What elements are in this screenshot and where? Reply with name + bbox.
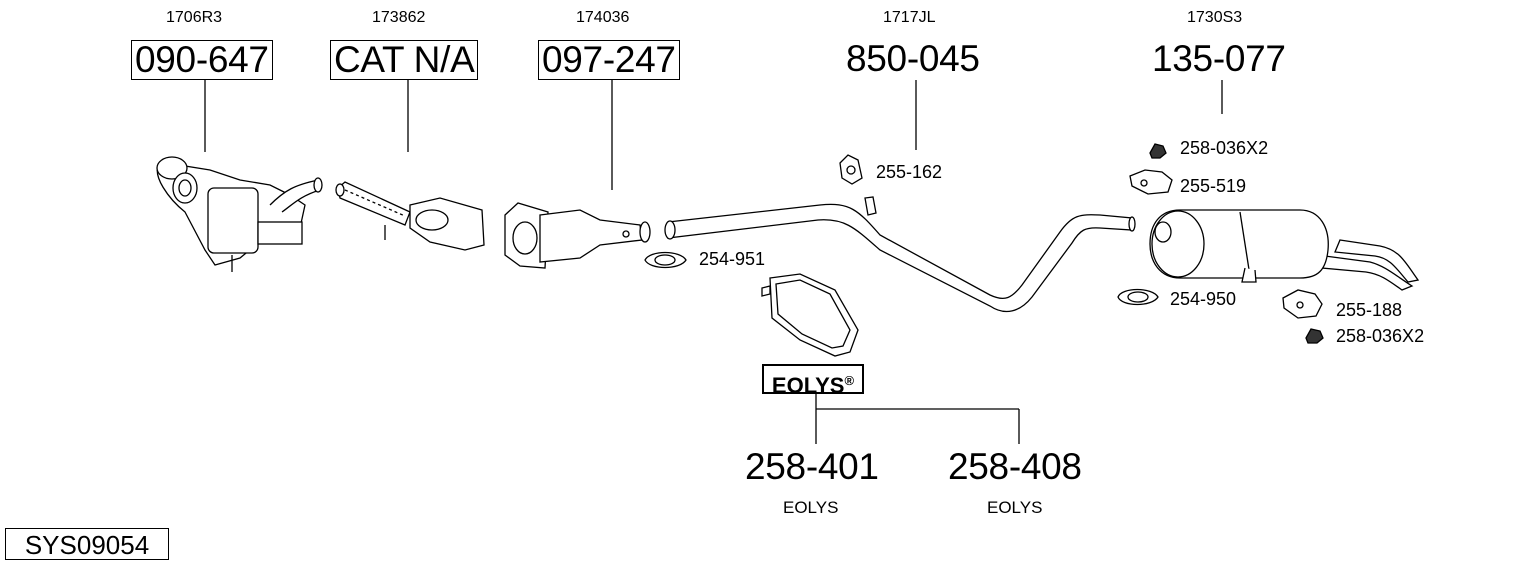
fitting-label-nut-bottom: 258-036X2 [1336, 326, 1425, 346]
fitting-label-hanger-bottom: 255-188 [1336, 300, 1403, 320]
eolys-option-label-1: EOLYS [783, 498, 839, 517]
part-number-cat-na: CAT N/A [330, 40, 479, 80]
ref-label-1730S3: 1730S3 [1187, 9, 1243, 26]
clamp-icon-right [1117, 288, 1159, 306]
nut-icon-top [1149, 143, 1167, 159]
eolys-box: EOLYS® [762, 364, 864, 398]
eolys-branch-lines [815, 394, 1020, 444]
ref-label-173862: 173862 [372, 9, 426, 26]
system-id: SYS09054 [5, 528, 169, 560]
ref-label-1706R3: 1706R3 [166, 9, 223, 26]
fitting-label-hanger-top: 255-519 [1180, 176, 1247, 196]
part-number-258-408: 258-408 [948, 446, 1082, 487]
eolys-tank-part [761, 273, 859, 357]
eolys-box-label: EOLYS [771, 373, 845, 398]
eolys-option-label-2: EOLYS [987, 498, 1043, 517]
middle-pipe-part [664, 196, 1136, 313]
ref-label-1717JL: 1717JL [883, 9, 936, 26]
fitting-label-clamp-left: 254-951 [699, 249, 766, 269]
manifold-part [156, 156, 323, 272]
fitting-label-nut-top: 258-036X2 [1180, 138, 1269, 158]
hanger-icon-mid [839, 154, 863, 185]
nut-icon-bottom [1305, 328, 1324, 344]
hanger-icon-top [1129, 169, 1173, 195]
part-number-258-401: 258-401 [745, 446, 879, 487]
hanger-icon-bottom [1282, 289, 1323, 319]
fitting-label-clamp-right: 254-950 [1170, 289, 1237, 309]
ref-label-174036: 174036 [576, 9, 630, 26]
catalyst-flex-part [335, 181, 485, 251]
catalytic-converter-part [504, 202, 651, 269]
registered-mark: ® [844, 373, 855, 388]
rear-silencer-part [1149, 209, 1420, 291]
fitting-label-hanger-mid: 255-162 [876, 162, 943, 182]
part-number-097-247: 097-247 [538, 40, 680, 80]
part-number-135-077: 135-077 [1152, 38, 1286, 79]
part-number-850-045: 850-045 [846, 38, 980, 79]
part-number-090-647: 090-647 [131, 40, 273, 80]
clamp-icon-left [644, 251, 687, 269]
